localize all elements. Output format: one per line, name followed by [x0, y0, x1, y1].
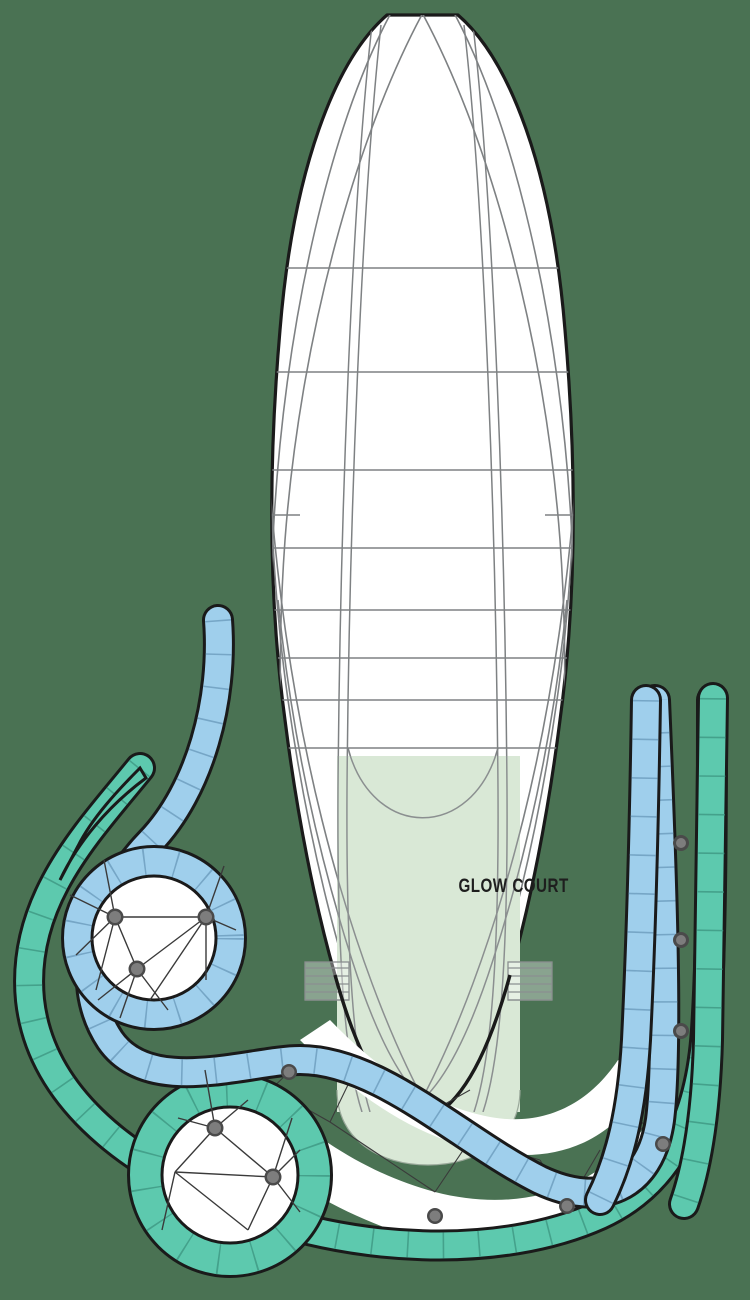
- node-marker: [559, 1198, 575, 1214]
- node-markers[interactable]: [106, 835, 690, 1224]
- node-marker: [206, 1119, 224, 1137]
- teal-loop-ring: [127, 1072, 333, 1278]
- node-spokes: [69, 859, 301, 1231]
- node-marker: [128, 960, 146, 978]
- node-marker: [106, 908, 124, 926]
- stair-left: [304, 961, 350, 1001]
- diagrid-rings: [271, 267, 574, 749]
- vertical-ramps: [584, 682, 729, 1220]
- node-marker: [673, 1023, 689, 1039]
- node-marker: [281, 1064, 297, 1080]
- node-marker: [197, 908, 215, 926]
- node-marker: [264, 1168, 282, 1186]
- node-marker: [655, 1136, 671, 1152]
- stair-right: [507, 961, 553, 1001]
- node-marker: [673, 835, 689, 851]
- node-marker: [427, 1208, 443, 1224]
- blue-vertical-ramp: [584, 684, 662, 1216]
- teal-tail-tip: [58, 765, 148, 881]
- glow-court-label: GLOW COURT: [458, 874, 568, 896]
- node-marker: [673, 932, 689, 948]
- teal-vertical-ramp: [668, 682, 729, 1220]
- blue-loop-ring: [61, 845, 247, 1031]
- blue-promenade: [74, 604, 681, 1209]
- court-overlay-lines: [337, 756, 520, 1112]
